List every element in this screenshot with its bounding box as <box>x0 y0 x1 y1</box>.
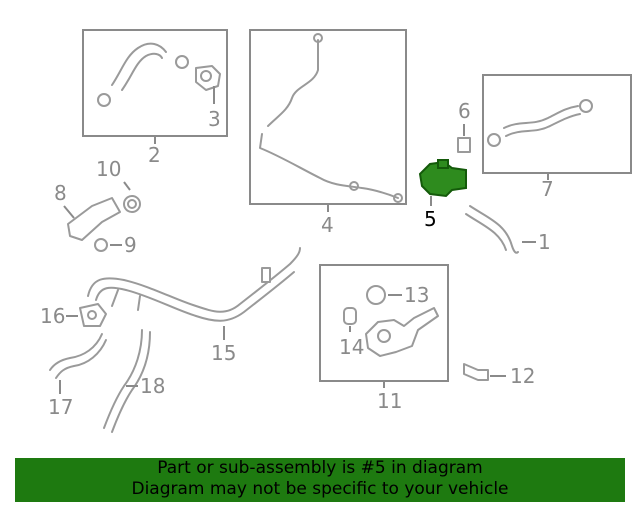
hose-1 <box>469 205 519 254</box>
group-part-15: 15 <box>87 247 301 365</box>
group-box-4: 4 <box>249 29 407 237</box>
callout-14: 14 <box>339 335 364 359</box>
group-part-5: 5 <box>418 159 467 231</box>
pipe-4-upper <box>267 39 319 127</box>
hose-2-outline <box>121 52 163 91</box>
callout-4: 4 <box>321 213 334 237</box>
callout-16: 16 <box>40 304 65 328</box>
clamp-2a <box>175 55 189 69</box>
hose-17 <box>49 333 103 371</box>
callout-8: 8 <box>54 181 67 205</box>
clamp-4c <box>393 193 403 203</box>
callout-11: 11 <box>377 389 402 413</box>
clamp-4a <box>313 33 323 43</box>
oring-13 <box>366 285 386 305</box>
hose-2 <box>111 42 167 86</box>
pipe-4-lower <box>259 133 399 199</box>
bracket-15 <box>261 267 271 283</box>
hose-7 <box>503 105 579 129</box>
housing-11 <box>365 307 439 357</box>
callout-17: 17 <box>48 395 73 419</box>
bolt-6 <box>457 137 471 153</box>
group-part-16: 16 <box>40 303 107 328</box>
group-box-7: 7 <box>482 74 632 201</box>
group-parts-8-9-10: 10 8 9 <box>54 157 141 257</box>
group-part-12: 12 <box>463 363 535 388</box>
box-4-frame <box>249 29 407 205</box>
clamp-2b <box>97 93 111 107</box>
gasket-16-hole <box>87 310 97 320</box>
leader-8 <box>63 205 75 219</box>
pipe-15-outline <box>95 271 295 322</box>
callout-9: 9 <box>124 233 137 257</box>
group-part-18: 18 <box>103 329 165 433</box>
gasket-16 <box>79 303 107 327</box>
callout-13: 13 <box>404 283 429 307</box>
group-part-17: 17 <box>48 333 107 419</box>
callout-1: 1 <box>538 230 551 254</box>
group-part-6: 6 <box>457 99 471 153</box>
gasket-10-inner <box>127 199 137 209</box>
thermostat-3-port <box>200 70 212 82</box>
hose-1-outline <box>465 213 507 251</box>
hose-7-outline <box>505 113 581 137</box>
leader-10 <box>123 181 131 191</box>
plug-14 <box>343 307 357 325</box>
info-banner: Part or sub-assembly is #5 in diagram Di… <box>15 458 625 502</box>
group-box-11: 13 14 11 <box>319 264 449 413</box>
pipe-15-branch <box>111 289 141 311</box>
callout-10: 10 <box>96 157 121 181</box>
housing-11-port <box>377 329 391 343</box>
banner-line-2: Diagram may not be specific to your vehi… <box>131 479 509 499</box>
pipe-15 <box>87 247 301 313</box>
gasket-10 <box>123 195 141 213</box>
banner-line-1: Part or sub-assembly is #5 in diagram <box>157 458 483 478</box>
callout-6: 6 <box>458 99 471 123</box>
clamp-4b <box>349 181 359 191</box>
group-box-2: 3 2 <box>82 29 228 167</box>
callout-3: 3 <box>208 107 221 131</box>
callout-12: 12 <box>510 364 535 388</box>
callout-15: 15 <box>211 341 236 365</box>
clamp-7b <box>487 133 501 147</box>
hose-18-outline <box>111 331 151 433</box>
clamp-7a <box>579 99 593 113</box>
callout-5: 5 <box>424 207 437 231</box>
callout-2: 2 <box>148 143 161 167</box>
nut-9 <box>94 238 108 252</box>
box-7-frame <box>482 74 632 174</box>
callout-7: 7 <box>541 177 554 201</box>
callout-18: 18 <box>140 374 165 398</box>
hose-18 <box>103 329 143 429</box>
outlet-8 <box>67 197 121 241</box>
group-part-1: 1 <box>465 205 551 254</box>
bolt-12 <box>463 363 489 381</box>
hose-17-outline <box>55 339 107 379</box>
valve-5-port <box>437 159 449 169</box>
